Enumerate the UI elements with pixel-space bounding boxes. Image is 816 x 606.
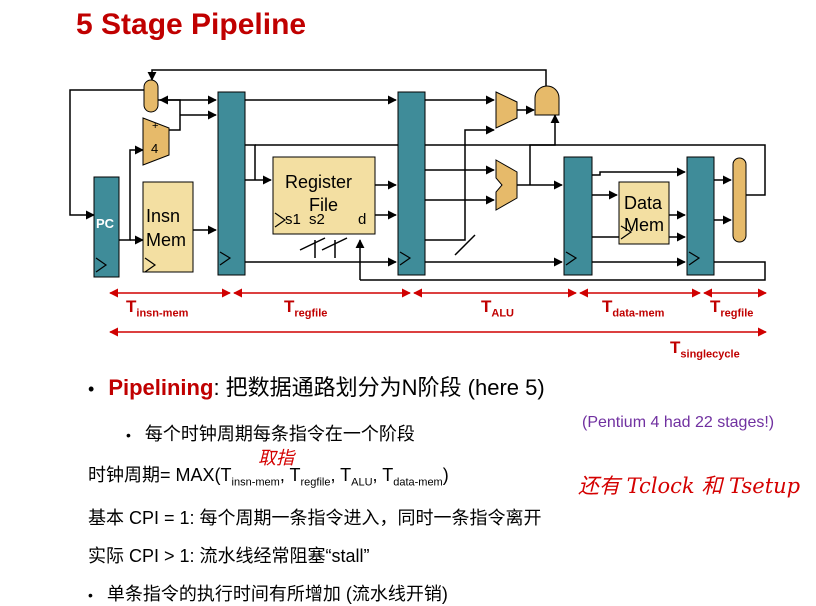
id-ex-latch <box>397 91 426 276</box>
regfile-port-s1: s1 <box>285 211 301 228</box>
page-title: 5 Stage Pipeline <box>76 8 307 41</box>
timing-label-regfile: Tregfile <box>284 297 328 320</box>
bullet-dot: • <box>88 587 93 603</box>
pentium-note: (Pentium 4 had 22 stages!) <box>582 414 775 431</box>
pc-register <box>93 176 120 278</box>
adder-plus-label: + <box>152 120 159 132</box>
bullet-dot: • <box>126 427 131 443</box>
adder-four-label: 4 <box>151 141 159 156</box>
regfile-port-s2: s2 <box>309 211 325 228</box>
writeback-mux <box>732 157 747 243</box>
timing-label-insn-mem: Tinsn-mem <box>126 297 189 320</box>
if-id-latch <box>217 91 246 276</box>
insn-mem-label-2: Mem <box>146 230 186 250</box>
data-mem-block <box>618 181 670 245</box>
pc-adder <box>142 117 170 166</box>
clock-period-line: 时钟周期= MAX(Tinsn-mem, Tregfile, TALU, Tda… <box>88 465 449 489</box>
regfile-label-2: File <box>309 195 339 215</box>
sub-bullet: •每个时钟周期每条指令在一个阶段 <box>126 424 415 444</box>
pc-label: PC <box>96 216 115 231</box>
pc-mux <box>143 79 159 113</box>
timing-label-alu: TALU <box>481 297 514 320</box>
bullet-dot: • <box>88 379 95 399</box>
timing-label-singlecycle: Tsinglecycle <box>670 338 740 361</box>
branch-adder <box>495 91 518 129</box>
mem-wb-latch <box>686 156 715 276</box>
handwritten-side-note: 还有 Tclock 和 Tsetup <box>578 474 801 498</box>
branch-and-gate <box>534 85 560 116</box>
datapath-wires <box>69 69 766 281</box>
base-cpi-line: 基本 CPI = 1: 每个周期一条指令进入，同时一条指令离开 <box>88 508 542 528</box>
timing-label-data-mem: Tdata-mem <box>602 297 665 320</box>
data-mem-label-1: Data <box>624 193 663 213</box>
insn-mem-label-1: Insn <box>146 206 181 226</box>
regfile-label-1: Register <box>285 172 353 192</box>
timing-label-regfile-wb: Tregfile <box>710 297 754 320</box>
handwritten-fetch-note: 取指 <box>258 448 294 469</box>
register-file-block <box>272 156 376 235</box>
timing-arrows <box>109 288 767 337</box>
data-mem-label-2: Mem <box>624 215 664 235</box>
regfile-port-d: d <box>358 211 367 228</box>
alu <box>495 159 518 211</box>
actual-cpi-line: 实际 CPI > 1: 流水线经常阻塞“stall” <box>88 546 370 566</box>
pipelining-bullet: •Pipelining: 把数据通路划分为N阶段 (here 5) <box>88 375 545 400</box>
ex-mem-latch <box>563 156 593 276</box>
pipeline-diagram <box>69 69 767 337</box>
last-bullet: •单条指令的执行时间有所增加 (流水线开销) <box>88 584 448 604</box>
insn-mem-block <box>142 181 194 273</box>
